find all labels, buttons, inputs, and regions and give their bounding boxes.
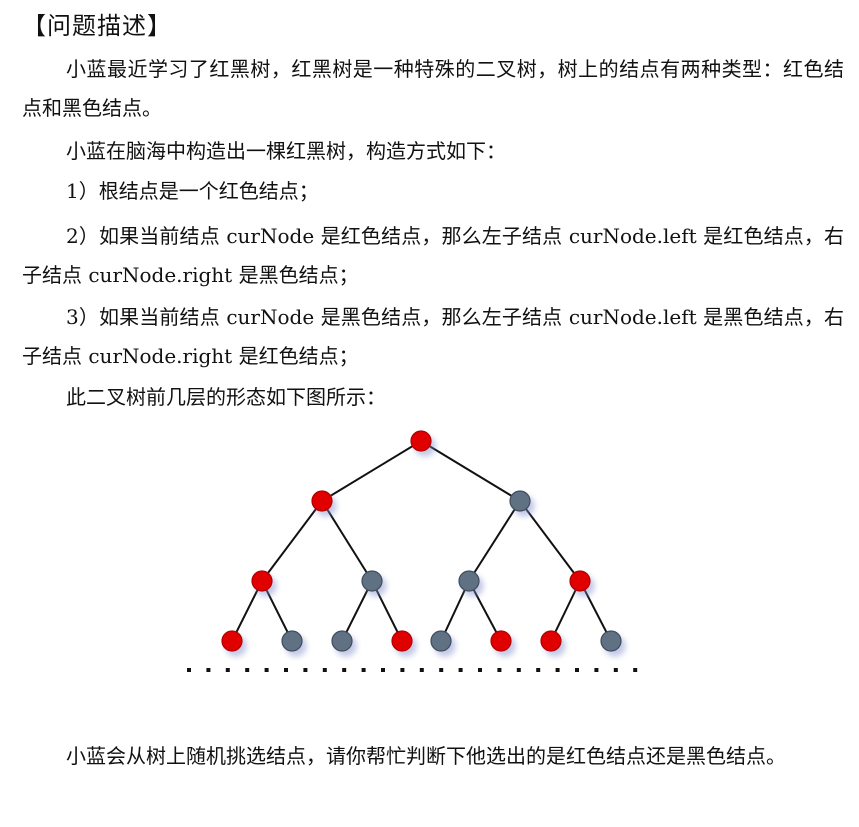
- red-node: [311, 490, 333, 512]
- red-node: [410, 430, 432, 452]
- tree-edge: [321, 440, 422, 502]
- ellipsis-dot: [361, 668, 366, 672]
- ellipsis-dot: [206, 668, 211, 672]
- tree-edge: [519, 500, 581, 582]
- ellipsis-dot: [439, 668, 444, 672]
- black-node: [600, 630, 622, 652]
- ellipsis-dot: [284, 668, 288, 672]
- red-node: [540, 630, 562, 652]
- tree-edge: [371, 580, 403, 642]
- tree-edge: [341, 580, 373, 642]
- tree-edge: [261, 580, 293, 642]
- ellipsis-dot: [264, 668, 269, 672]
- tree-edges: [231, 440, 612, 642]
- ellipsis-dot: [400, 668, 405, 672]
- ellipsis-dot: [245, 668, 250, 672]
- ellipsis-dot: [458, 668, 463, 672]
- black-node: [361, 570, 383, 592]
- paragraph-question: 小蓝会从树上随机挑选结点，请你帮忙判断下他选出的是红色结点还是黑色结点。: [66, 744, 786, 768]
- tree-edge: [468, 580, 502, 642]
- ellipsis-dot: [187, 668, 191, 672]
- tree-edge: [579, 580, 612, 642]
- red-black-tree-figure: [187, 430, 638, 672]
- paragraph-intro: 小蓝最近学习了红黑树，红黑树是一种特殊的二叉树，树上的结点有两种类型：红色结点和…: [22, 57, 844, 120]
- ellipsis-dot: [594, 668, 599, 672]
- paragraph-rule-1: 1）根结点是一个红色结点；: [66, 179, 319, 203]
- red-node: [251, 570, 273, 592]
- ellipsis-dots: [187, 668, 638, 672]
- tree-edge: [550, 580, 581, 642]
- red-node: [569, 570, 591, 592]
- tree-edge: [420, 440, 521, 502]
- ellipsis-dot: [633, 668, 638, 672]
- ellipsis-dot: [478, 668, 482, 672]
- black-node: [281, 630, 303, 652]
- ellipsis-dot: [342, 668, 347, 672]
- red-node: [221, 630, 243, 652]
- tree-edge: [261, 500, 323, 582]
- tree-edge: [231, 580, 263, 642]
- ellipsis-dot: [555, 668, 560, 672]
- ellipsis-dot: [303, 668, 308, 672]
- black-node: [331, 630, 353, 652]
- paragraph-rule-3: 3）如果当前结点 curNode 是黑色结点，那么左子结点 curNode.le…: [22, 305, 844, 368]
- section-heading: 【问题描述】: [22, 12, 172, 40]
- paragraph-rule-2: 2）如果当前结点 curNode 是红色结点，那么左子结点 curNode.le…: [22, 224, 844, 287]
- tree-edge: [321, 500, 373, 582]
- ellipsis-dot: [419, 668, 424, 672]
- tree-nodes: [221, 430, 622, 652]
- red-node: [490, 630, 512, 652]
- tree-edge: [440, 580, 470, 642]
- ellipsis-dot: [536, 668, 541, 672]
- black-node: [509, 490, 531, 512]
- black-node: [458, 570, 480, 592]
- ellipsis-dot: [497, 668, 502, 672]
- ellipsis-dot: [322, 668, 327, 672]
- paragraph-figure-caption: 此二叉树前几层的形态如下图所示：: [66, 385, 386, 409]
- black-node: [430, 630, 452, 652]
- ellipsis-dot: [225, 668, 230, 672]
- ellipsis-dot: [516, 668, 521, 672]
- paragraph-construction: 小蓝在脑海中构造出一棵红黑树，构造方式如下：: [66, 139, 506, 163]
- ellipsis-dot: [575, 668, 579, 672]
- ellipsis-dot: [381, 668, 385, 672]
- red-node: [391, 630, 413, 652]
- tree-edge: [468, 500, 521, 582]
- ellipsis-dot: [613, 668, 618, 672]
